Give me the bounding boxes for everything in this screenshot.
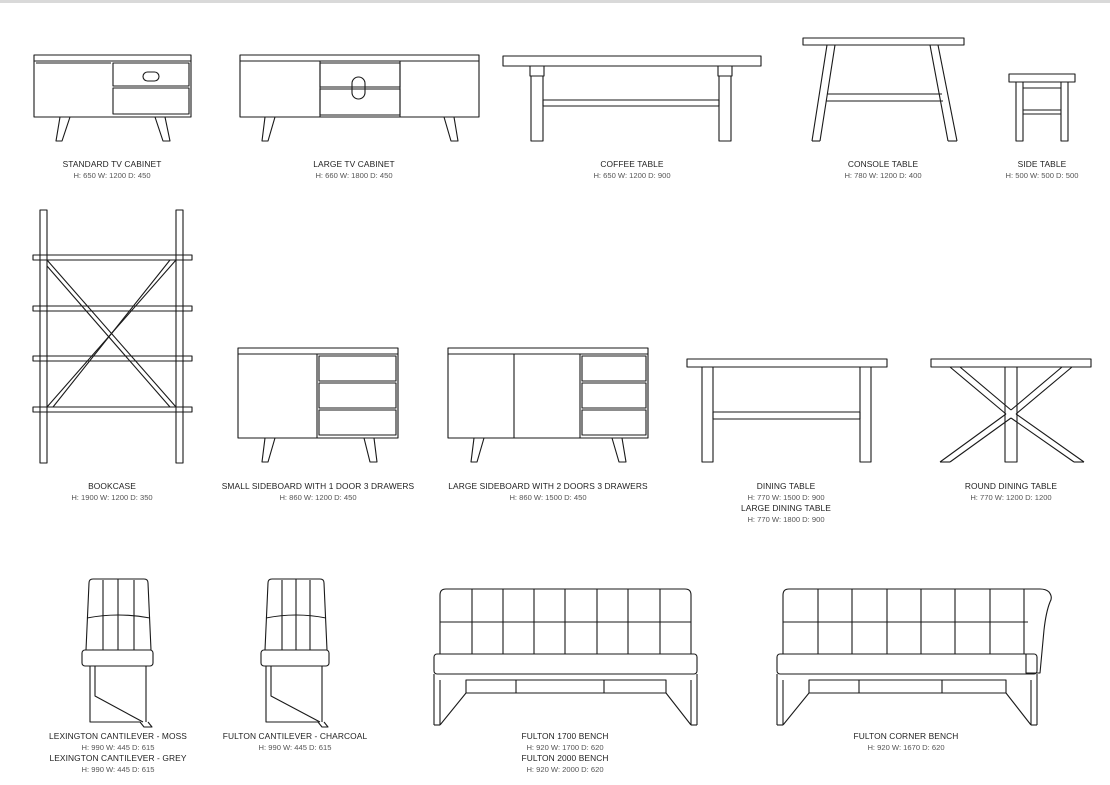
- product-name: ROUND DINING TABLE: [964, 481, 1058, 491]
- product-name: LARGE SIDEBOARD WITH 2 DOORS 3 DRAWERS: [448, 481, 648, 491]
- fulton-chair-drawing: [261, 579, 329, 727]
- product-name: FULTON 2000 BENCH: [521, 753, 609, 763]
- product-name: LARGE TV CABINET: [313, 159, 395, 169]
- side-table-label: SIDE TABLE H: 500 W: 500 D: 500: [922, 159, 1110, 181]
- product-dimensions: H: 920 W: 2000 D: 620: [526, 765, 604, 774]
- console-table-label: CONSOLE TABLE H: 780 W: 1200 D: 400: [763, 159, 1003, 181]
- coffee-table-label: COFFEE TABLE H: 650 W: 1200 D: 900: [512, 159, 752, 181]
- small-sideboard-label: SMALL SIDEBOARD WITH 1 DOOR 3 DRAWERS H:…: [198, 481, 438, 503]
- dining-table-label: DINING TABLE H: 770 W: 1500 D: 900 LARGE…: [666, 481, 906, 525]
- product-name: FULTON CANTILEVER - CHARCOAL: [222, 731, 368, 741]
- fulton-cantilever-label: FULTON CANTILEVER - CHARCOAL H: 990 W: 4…: [175, 731, 415, 753]
- product-name: SIDE TABLE: [1017, 159, 1067, 169]
- product-name: LEXINGTON CANTILEVER - MOSS: [49, 731, 187, 741]
- fulton-bench-drawing: [434, 589, 697, 725]
- dining-table-drawing: [687, 359, 887, 462]
- large-tv-cabinet-drawing: [240, 55, 479, 141]
- large-sideboard-label: LARGE SIDEBOARD WITH 2 DOORS 3 DRAWERS H…: [428, 481, 668, 503]
- product-dimensions: H: 770 W: 1200 D: 1200: [970, 493, 1052, 502]
- product-dimensions: H: 770 W: 1800 D: 900: [747, 515, 825, 524]
- product-name: FULTON CORNER BENCH: [853, 731, 959, 741]
- small-sideboard-drawing: [238, 348, 398, 462]
- standard-tv-cabinet-label: STANDARD TV CABINET H: 650 W: 1200 D: 45…: [0, 159, 232, 181]
- product-dimensions: H: 1900 W: 1200 D: 350: [71, 493, 153, 502]
- product-dimensions: H: 920 W: 1670 D: 620: [867, 743, 945, 752]
- console-table-drawing: [803, 38, 964, 141]
- fulton-corner-bench-label: FULTON CORNER BENCH H: 920 W: 1670 D: 62…: [786, 731, 1026, 753]
- product-dimensions: H: 920 W: 1700 D: 620: [526, 743, 604, 752]
- product-name: COFFEE TABLE: [600, 159, 664, 169]
- product-name: DINING TABLE: [756, 481, 816, 491]
- bookcase-label: BOOKCASE H: 1900 W: 1200 D: 350: [0, 481, 232, 503]
- product-name: LARGE DINING TABLE: [741, 503, 831, 513]
- product-name: SMALL SIDEBOARD WITH 1 DOOR 3 DRAWERS: [221, 481, 415, 491]
- product-dimensions: H: 860 W: 1200 D: 450: [279, 493, 357, 502]
- top-divider: [0, 0, 1110, 3]
- round-dining-table-label: ROUND DINING TABLE H: 770 W: 1200 D: 120…: [891, 481, 1110, 503]
- coffee-table-drawing: [503, 56, 761, 141]
- product-dimensions: H: 650 W: 1200 D: 900: [593, 171, 671, 180]
- product-dimensions: H: 990 W: 445 D: 615: [81, 743, 155, 752]
- product-dimensions: H: 990 W: 445 D: 615: [81, 765, 155, 774]
- round-dining-table-drawing: [931, 359, 1091, 462]
- product-dimensions: H: 650 W: 1200 D: 450: [73, 171, 151, 180]
- side-table-drawing: [1009, 74, 1075, 141]
- bookcase-drawing: [33, 210, 192, 463]
- product-name: CONSOLE TABLE: [847, 159, 919, 169]
- large-tv-cabinet-label: LARGE TV CABINET H: 660 W: 1800 D: 450: [234, 159, 474, 181]
- lexington-chair-drawing: [82, 579, 153, 727]
- product-dimensions: H: 860 W: 1500 D: 450: [509, 493, 587, 502]
- product-dimensions: H: 500 W: 500 D: 500: [1005, 171, 1079, 180]
- large-sideboard-drawing: [448, 348, 648, 462]
- product-dimensions: H: 990 W: 445 D: 615: [258, 743, 332, 752]
- fulton-corner-bench-drawing: [777, 589, 1051, 725]
- product-name: LEXINGTON CANTILEVER - GREY: [49, 753, 187, 763]
- fulton-bench-label: FULTON 1700 BENCH H: 920 W: 1700 D: 620 …: [445, 731, 685, 775]
- product-name: BOOKCASE: [88, 481, 136, 491]
- product-name: STANDARD TV CABINET: [62, 159, 162, 169]
- lexington-cantilever-label: LEXINGTON CANTILEVER - MOSS H: 990 W: 44…: [0, 731, 238, 775]
- product-name: FULTON 1700 BENCH: [521, 731, 609, 741]
- product-dimensions: H: 780 W: 1200 D: 400: [844, 171, 922, 180]
- product-dimensions: H: 770 W: 1500 D: 900: [747, 493, 825, 502]
- product-dimensions: H: 660 W: 1800 D: 450: [315, 171, 393, 180]
- standard-tv-cabinet-drawing: [34, 55, 191, 141]
